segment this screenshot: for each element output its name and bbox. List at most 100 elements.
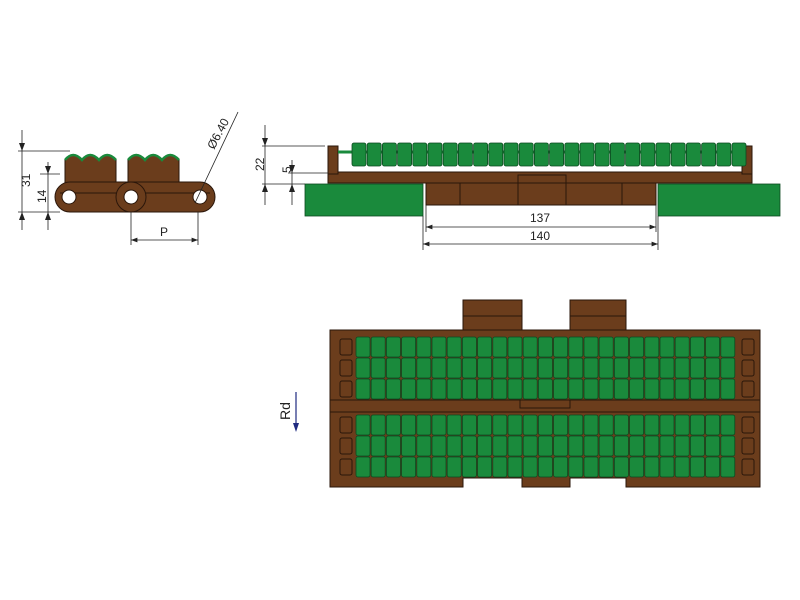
side-link xyxy=(741,359,755,377)
roller xyxy=(598,456,614,478)
roller xyxy=(659,378,675,400)
roller xyxy=(659,456,675,478)
roller xyxy=(568,378,584,400)
roller xyxy=(655,142,671,167)
roller xyxy=(446,378,462,400)
front-view: 22 5 137 140 xyxy=(253,125,781,250)
roller xyxy=(385,357,401,379)
roller xyxy=(507,414,523,436)
side-link xyxy=(741,338,755,356)
roller xyxy=(446,435,462,457)
roller xyxy=(659,435,675,457)
roller xyxy=(492,414,508,436)
roller xyxy=(579,142,595,167)
roller xyxy=(522,435,538,457)
roller xyxy=(492,435,508,457)
side-link xyxy=(741,458,755,476)
roller xyxy=(477,378,493,400)
roller xyxy=(690,435,705,457)
roller xyxy=(427,142,443,167)
roller xyxy=(446,414,462,436)
roller xyxy=(385,336,401,358)
roller xyxy=(583,357,599,379)
roller xyxy=(598,435,614,457)
roller xyxy=(674,357,690,379)
roller xyxy=(583,336,599,358)
roller xyxy=(477,357,493,379)
link-top-block xyxy=(127,154,180,185)
roller xyxy=(553,456,568,478)
dim-outer-width: 140 xyxy=(530,229,550,243)
pin-hole xyxy=(123,189,139,205)
roller xyxy=(355,414,371,436)
roller xyxy=(644,435,660,457)
roller xyxy=(461,414,477,436)
roller xyxy=(614,378,629,400)
roller xyxy=(583,378,599,400)
roller xyxy=(644,456,660,478)
roller xyxy=(701,142,716,167)
roller xyxy=(705,336,720,358)
side-link xyxy=(339,416,353,434)
roller xyxy=(598,378,614,400)
roller xyxy=(461,456,477,478)
plan-view: Rd xyxy=(277,299,761,488)
roller xyxy=(522,336,538,358)
roller xyxy=(720,456,736,478)
roller xyxy=(731,142,747,167)
dim-inner-width: 137 xyxy=(530,211,550,225)
roller xyxy=(720,336,736,358)
roller xyxy=(690,378,705,400)
roller xyxy=(416,456,432,478)
roller xyxy=(370,378,386,400)
roller xyxy=(473,142,489,167)
roller xyxy=(659,357,675,379)
roller xyxy=(659,414,675,436)
roller xyxy=(598,357,614,379)
roller xyxy=(351,142,367,167)
roller xyxy=(644,357,660,379)
roller xyxy=(598,414,614,436)
roller xyxy=(461,435,477,457)
roller xyxy=(385,414,401,436)
roller xyxy=(401,435,417,457)
side-link xyxy=(741,416,755,434)
roller xyxy=(629,336,644,358)
roller xyxy=(644,336,660,358)
roller xyxy=(549,142,564,167)
roller xyxy=(705,435,720,457)
roller xyxy=(568,435,584,457)
roller xyxy=(674,456,690,478)
dim-height: 22 xyxy=(253,157,267,171)
roller xyxy=(674,435,690,457)
right-guide-rail xyxy=(657,183,781,217)
roller xyxy=(461,378,477,400)
roller xyxy=(538,456,553,478)
roller xyxy=(614,435,629,457)
roller xyxy=(568,414,584,436)
roller xyxy=(477,336,493,358)
roller xyxy=(553,414,568,436)
left-post xyxy=(327,145,339,175)
roller xyxy=(625,142,640,167)
roller xyxy=(461,357,477,379)
roller xyxy=(690,357,705,379)
roller xyxy=(370,435,386,457)
roller xyxy=(446,357,462,379)
roller xyxy=(583,414,599,436)
side-link xyxy=(339,437,353,455)
roller xyxy=(442,142,458,167)
roller xyxy=(659,336,675,358)
roller xyxy=(538,414,553,436)
roller xyxy=(416,378,432,400)
roller xyxy=(401,414,417,436)
roller xyxy=(640,142,656,167)
roller xyxy=(670,142,686,167)
roller xyxy=(431,378,447,400)
roller-grid xyxy=(339,336,755,478)
roller xyxy=(629,357,644,379)
roller xyxy=(690,336,705,358)
side-link xyxy=(741,437,755,455)
roller xyxy=(431,357,447,379)
